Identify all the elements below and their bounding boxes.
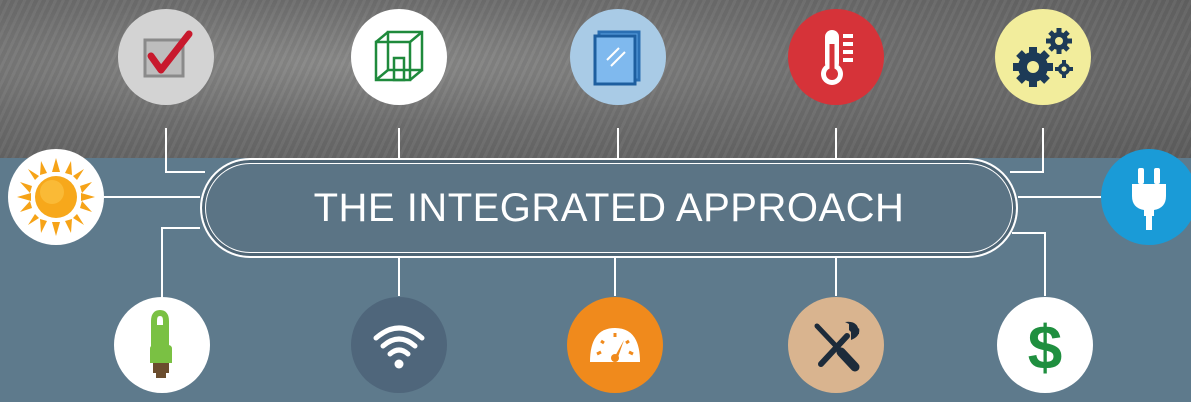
gears-node <box>995 9 1091 105</box>
sun-icon <box>17 158 95 236</box>
gears-icon <box>1013 28 1073 87</box>
glass-node <box>570 9 666 105</box>
wifi-icon <box>373 325 425 369</box>
connector-bulb <box>161 227 200 300</box>
central-title-pill: THE INTEGRATED APPROACH <box>200 158 1018 258</box>
bulb-node <box>114 297 210 393</box>
svg-text:$: $ <box>1028 314 1062 383</box>
diagram-title: THE INTEGRATED APPROACH <box>313 185 905 230</box>
cfl-bulb-icon <box>150 309 172 378</box>
wifi-node <box>351 297 447 393</box>
checkbox-check-icon <box>143 30 193 78</box>
building-node <box>351 9 447 105</box>
tools-icon <box>814 321 860 372</box>
thermometer-icon <box>821 30 853 85</box>
connector-gears <box>1010 128 1044 173</box>
checkbox-node <box>118 9 214 105</box>
glass-pane-icon <box>593 30 641 86</box>
connector-dollar <box>1012 232 1046 296</box>
sun-node <box>8 149 104 245</box>
speedometer-node <box>567 297 663 393</box>
plug-node <box>1101 149 1191 245</box>
speedometer-icon <box>590 328 640 362</box>
tools-node <box>788 297 884 393</box>
thermometer-node <box>788 9 884 105</box>
connector-checkbox <box>165 128 205 173</box>
dollar-node: $ <box>997 297 1093 393</box>
dollar-icon: $ <box>1028 314 1062 383</box>
building-wireframe-icon <box>374 30 424 82</box>
power-plug-icon <box>1132 168 1166 230</box>
